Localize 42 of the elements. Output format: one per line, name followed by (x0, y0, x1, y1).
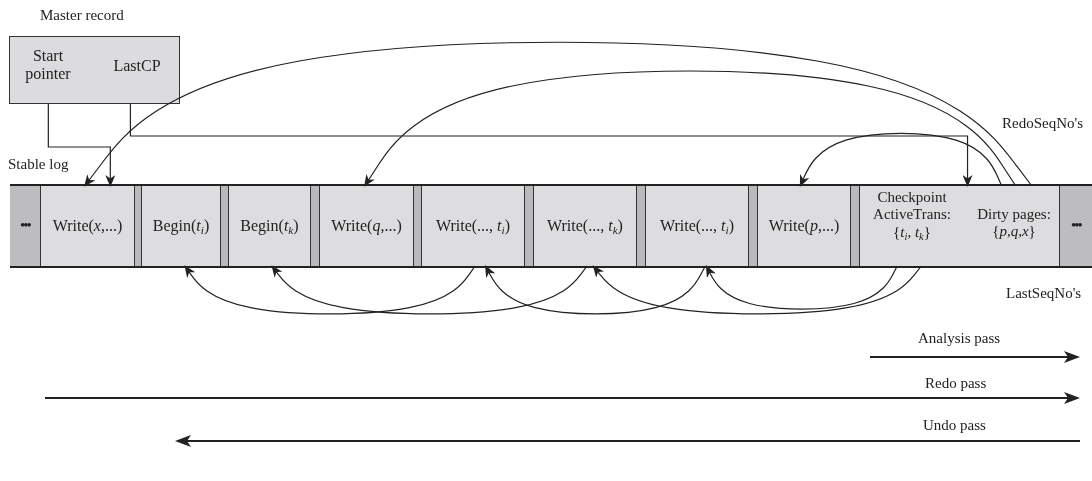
pass-label: Analysis pass (918, 330, 1001, 347)
cell-text: Checkpoint ActiveTrans: {t$_{i}$, t$_{k}$} (872, 189, 952, 241)
log-record-cell (533, 186, 637, 266)
cell-text: Write(..., t$_{k}$) (546, 216, 624, 236)
log-record-cell (859, 186, 1060, 266)
cell-text: Begin(t$_{i}$) (151, 216, 211, 236)
cell-text: Begin(t$_{k}$) (239, 216, 300, 236)
caption-text: Master record (40, 7, 124, 24)
pointer-arrow (84, 41, 1033, 187)
log-record-cell (757, 186, 851, 266)
cell-text: LastCP (112, 57, 162, 76)
strip-heading: Stable log (8, 156, 70, 174)
cell-text: Dirty pages: {p,q,x} (976, 206, 1052, 241)
pointer-arrow (592, 265, 922, 315)
cell-text: Write(x,...) (51, 216, 124, 236)
cell-text: Write(q,...) (330, 216, 403, 236)
pointer-arrow (184, 265, 476, 315)
log-record-cell (40, 186, 135, 266)
pointer-arrow (47, 103, 116, 187)
pass-label: Redo pass (925, 375, 987, 392)
cell-text: Write(..., t$_{i}$) (659, 216, 735, 236)
log-record-cell (645, 186, 749, 266)
ellipsis-text: ••• (19, 217, 32, 235)
ellipsis-cell (10, 186, 40, 266)
pointer-arrow (129, 103, 973, 187)
pointer-arrow (705, 265, 898, 310)
ellipsis-cell (1060, 186, 1092, 266)
cell-text: Write(..., t$_{i}$) (435, 216, 511, 236)
pointer-arrow (364, 70, 1017, 187)
pointer-label: LastSeqNo's (1006, 285, 1082, 302)
ellipsis-text: ••• (1070, 217, 1083, 235)
log-record-cell (319, 186, 414, 266)
pointer-arrow (484, 265, 706, 315)
cell-text: Write(p,...) (767, 216, 841, 236)
log-record-cell (421, 186, 525, 266)
cell-text: Start pointer (24, 47, 72, 84)
log-record-cell (141, 186, 221, 266)
log-record-cell (228, 186, 311, 266)
pointer-arrow (271, 265, 588, 315)
pointer-arrow (799, 132, 1003, 187)
pointer-label: RedoSeqNo's (1002, 115, 1084, 132)
pass-label: Undo pass (923, 417, 986, 434)
